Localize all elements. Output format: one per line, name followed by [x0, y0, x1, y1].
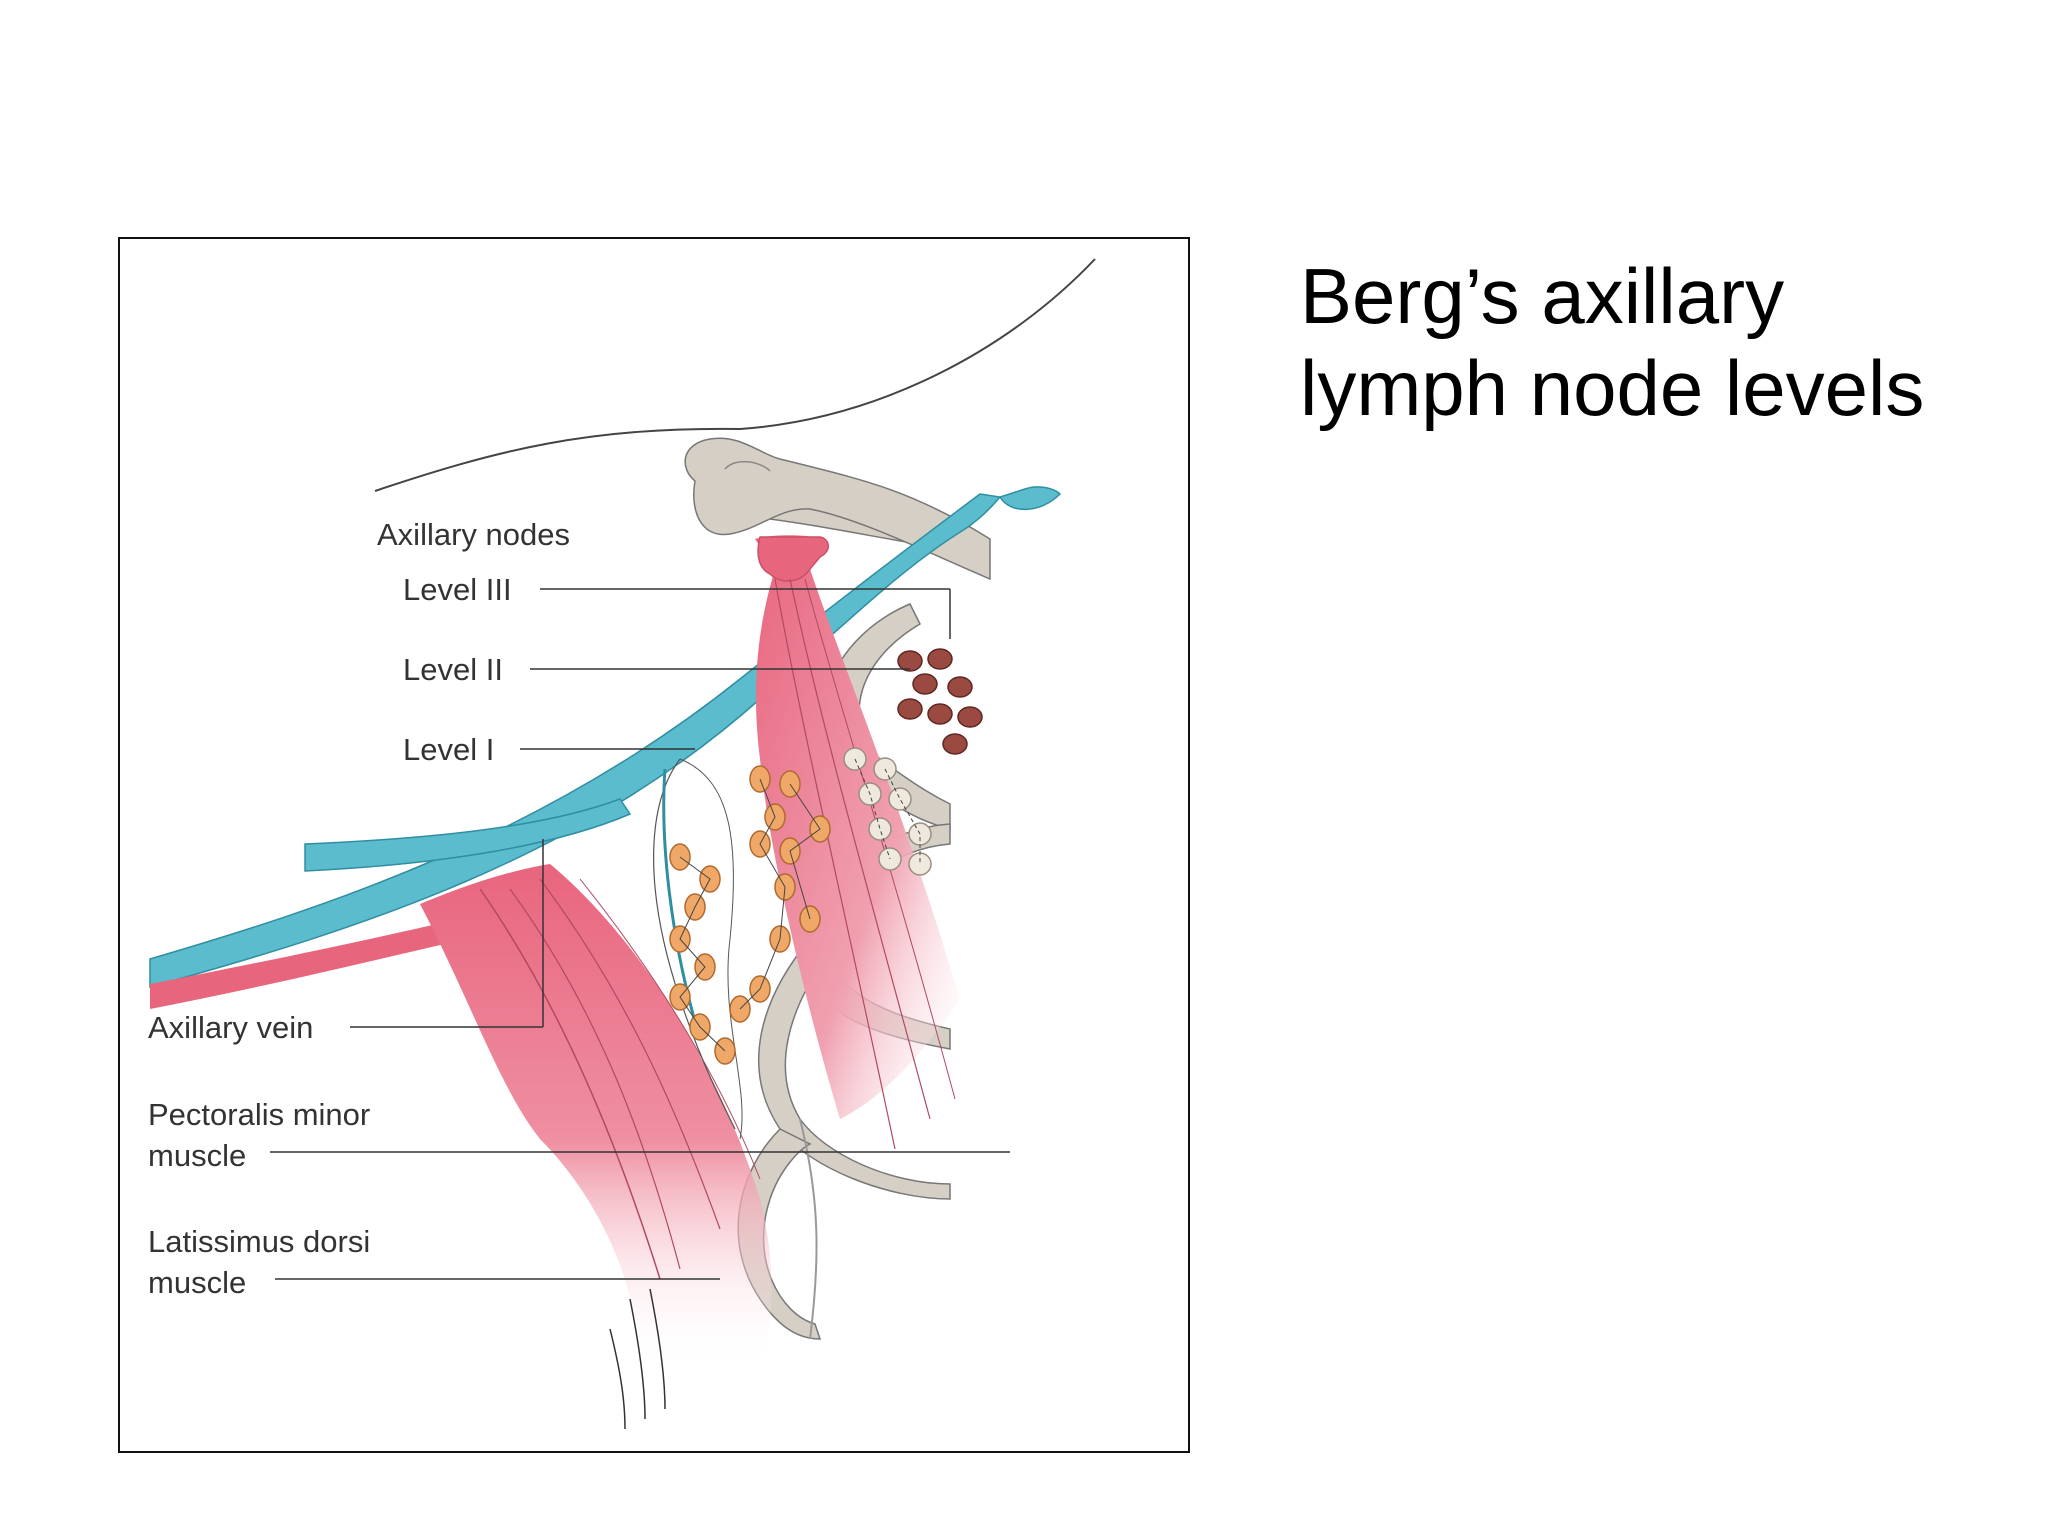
- label-level-1: Level I: [403, 732, 494, 767]
- latissimus-dorsi: [420, 864, 772, 1369]
- level-3-nodes: [897, 648, 983, 755]
- label-level-3: Level III: [403, 572, 512, 607]
- anatomy-figure: Axillary nodes Level III Level II Level …: [118, 237, 1190, 1453]
- label-pectoralis-minor-line2: muscle: [148, 1138, 246, 1173]
- rib-4: [758, 937, 951, 1200]
- axillary-artery: [150, 909, 510, 1009]
- pectoralis-minor: [755, 535, 960, 1119]
- label-axillary-nodes: Axillary nodes: [377, 517, 570, 552]
- label-latissimus-dorsi-line2: muscle: [148, 1265, 246, 1300]
- title-line-2: lymph node levels: [1300, 344, 1925, 432]
- coracoid-tendon: [757, 536, 829, 582]
- vein-tip: [998, 486, 1062, 511]
- axillary-vein: [149, 493, 1002, 988]
- slide-title: Berg’s axillary lymph node levels: [1300, 250, 2020, 434]
- axillary-vein-branch: [304, 798, 632, 872]
- label-axillary-vein: Axillary vein: [148, 1010, 313, 1045]
- label-level-2: Level II: [403, 652, 503, 687]
- rib-6: [799, 1118, 818, 1340]
- level-2-nodes: [843, 747, 932, 876]
- shoulder-outline: [374, 258, 1096, 492]
- anatomy-illustration: Axillary nodes Level III Level II Level …: [148, 258, 1096, 1430]
- clavicle: [684, 437, 991, 581]
- title-line-1: Berg’s axillary: [1300, 252, 1785, 340]
- thoracodorsal-line: [653, 758, 736, 1130]
- label-pectoralis-minor-line1: Pectoralis minor: [148, 1097, 370, 1132]
- label-latissimus-dorsi-line1: Latissimus dorsi: [148, 1224, 370, 1259]
- leader-lines: [270, 588, 1010, 1280]
